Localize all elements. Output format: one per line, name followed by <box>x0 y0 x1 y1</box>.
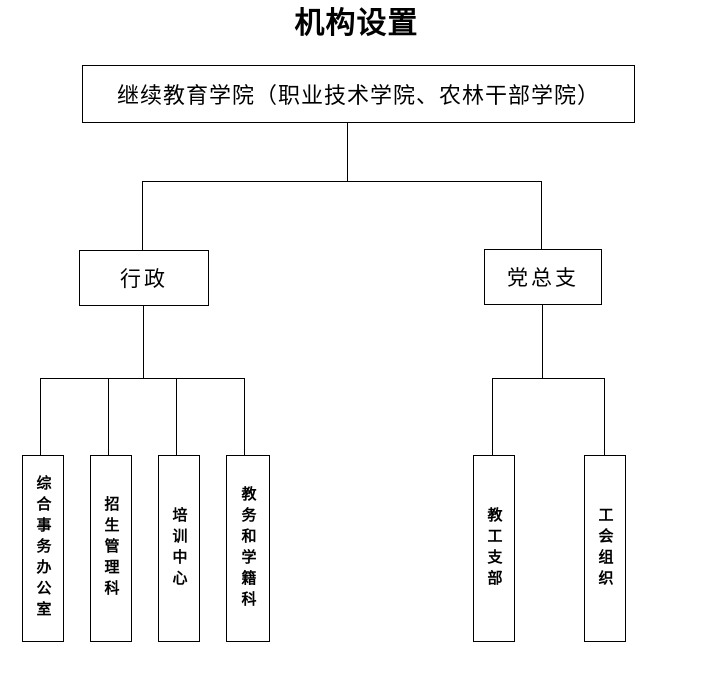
connector-drop-leaf2 <box>108 378 110 455</box>
connector-root-stem <box>347 123 349 182</box>
org-node-leaf-academic-affairs[interactable]: 教务和学籍科 <box>226 455 270 642</box>
org-node-leaf3-label: 培训中心 <box>170 506 189 591</box>
org-node-leaf4-label: 教务和学籍科 <box>239 485 258 612</box>
org-node-party-label: 党总支 <box>507 266 579 290</box>
org-node-root[interactable]: 继续教育学院（职业技术学院、农林干部学院） <box>82 65 635 123</box>
connector-level1-bus <box>142 181 542 183</box>
org-node-leaf6-label: 工会组织 <box>596 506 615 591</box>
org-node-leaf-enrollment-management[interactable]: 招生管理科 <box>90 455 132 642</box>
connector-admin-bus <box>40 378 245 380</box>
org-node-leaf-faculty-branch[interactable]: 教工支部 <box>473 455 515 642</box>
org-node-leaf-training-center[interactable]: 培训中心 <box>158 455 200 642</box>
connector-party-stem <box>542 305 544 379</box>
org-node-leaf1-label: 综合事务办公室 <box>34 475 53 622</box>
connector-drop-party <box>541 181 543 250</box>
org-node-leaf-labor-union[interactable]: 工会组织 <box>584 455 626 642</box>
connector-drop-leaf6 <box>604 378 606 455</box>
connector-drop-leaf5 <box>492 378 494 455</box>
connector-drop-leaf1 <box>40 378 42 455</box>
org-node-leaf5-label: 教工支部 <box>485 506 504 591</box>
page-title: 机构设置 <box>294 6 419 41</box>
connector-drop-leaf3 <box>176 378 178 455</box>
connector-drop-admin <box>142 181 144 250</box>
org-node-party[interactable]: 党总支 <box>484 249 602 305</box>
org-node-admin-label: 行政 <box>120 267 168 291</box>
org-node-admin[interactable]: 行政 <box>79 250 209 306</box>
connector-admin-stem <box>143 306 145 379</box>
connector-party-bus <box>492 378 605 380</box>
connector-drop-leaf4 <box>244 378 246 455</box>
org-node-leaf2-label: 招生管理科 <box>102 496 121 601</box>
org-node-leaf-general-affairs-office[interactable]: 综合事务办公室 <box>22 455 64 642</box>
org-node-root-label: 继续教育学院（职业技术学院、农林干部学院） <box>116 84 600 109</box>
